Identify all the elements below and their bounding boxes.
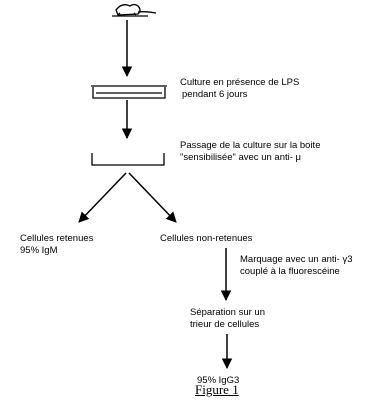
retained-label: Cellules retenues 95% IgM: [20, 233, 93, 256]
passage-line-2: "sensibilisée" avec un anti- μ: [180, 151, 301, 163]
result-label: 95% IgG3: [197, 375, 239, 387]
sorting-label: Séparation sur un trieur de cellules: [190, 307, 265, 330]
figure-caption: Figure 1: [195, 382, 239, 397]
culture-label: Culture en présence de LPS pendant 6 jou…: [180, 77, 299, 100]
mouse-icon: [112, 3, 157, 17]
sorting-line-1: Séparation sur un: [190, 307, 265, 318]
labeling-line-1: Marquage avec un anti- γ3: [240, 254, 353, 265]
non-retained-label: Cellules non-retenues: [160, 233, 252, 245]
retained-line-1: Cellules retenues: [20, 233, 94, 244]
coated-plate-icon: [91, 153, 165, 166]
arrow-to-retained: [78, 172, 127, 223]
labeling-label: Marquage avec un anti- γ3 couplé à la fl…: [240, 254, 352, 277]
retained-line-2: 95% IgM: [20, 244, 58, 256]
result-line-1: 95% IgG3: [197, 375, 240, 386]
passage-label: Passage de la culture sur la boite "sens…: [180, 140, 320, 163]
petri-dish-icon: [91, 85, 167, 99]
labeling-line-2: couplé à la fluorescéine: [240, 265, 340, 277]
culture-line-2: pendant 6 jours: [182, 88, 248, 100]
passage-line-1: Passage de la culture sur la boite: [180, 140, 321, 151]
sorting-line-2: trieur de cellules: [190, 318, 260, 330]
culture-line-1: Culture en présence de LPS: [180, 77, 300, 88]
arrow-to-non-retained: [128, 172, 177, 223]
non-retained-line-1: Cellules non-retenues: [160, 233, 253, 244]
